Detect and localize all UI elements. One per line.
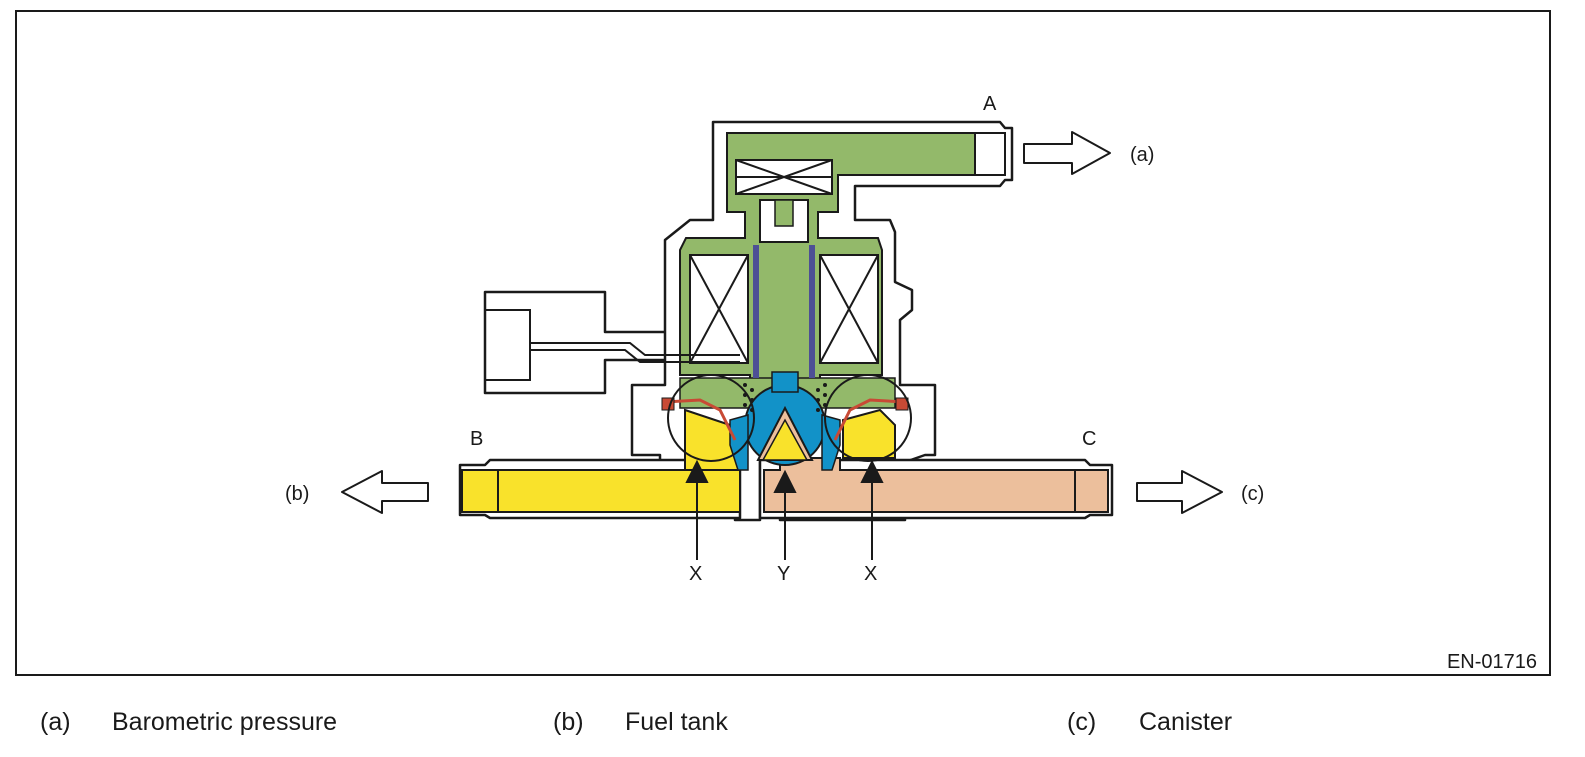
springs [743,383,827,412]
plunger-tube [753,245,815,378]
legend-key: (c) [1067,708,1097,736]
legend-key: (a) [40,708,71,736]
solenoid-coils [689,159,879,364]
diaphragm [664,398,906,441]
arrow-b [341,470,429,514]
arrow-c [1136,470,1223,514]
valve-x-right-circle [824,374,912,462]
connector-wires [484,309,740,381]
legend: (a) Barometric pressure (b) Fuel tank (c… [0,700,1585,750]
arrow-a [1023,131,1111,175]
legend-text: Canister [1139,708,1233,736]
arrow-label-a: (a) [1130,144,1154,166]
pointer-arrows [685,459,884,560]
fuel-tank-chamber [461,469,741,513]
part-label-x-left: X [689,563,702,585]
arrow-label-b: (b) [285,483,309,505]
figure-frame: A B C (a) (b) (c) X Y X EN-01716 [15,10,1551,676]
canister-chamber [763,457,1109,513]
figure-code: EN-01716 [1447,651,1537,673]
flow-arrows [341,131,1223,514]
port-label-c: C [1082,428,1096,450]
port-label-a: A [983,93,997,115]
legend-text: Fuel tank [625,708,728,736]
part-label-y: Y [777,563,790,585]
legend-key: (b) [553,708,584,736]
arrow-label-c: (c) [1241,483,1264,505]
legend-text: Barometric pressure [112,708,338,736]
part-label-x-right: X [864,563,877,585]
port-label-b: B [470,428,483,450]
port-a-tip [974,132,1006,176]
valve-x-left-circle [667,374,755,462]
